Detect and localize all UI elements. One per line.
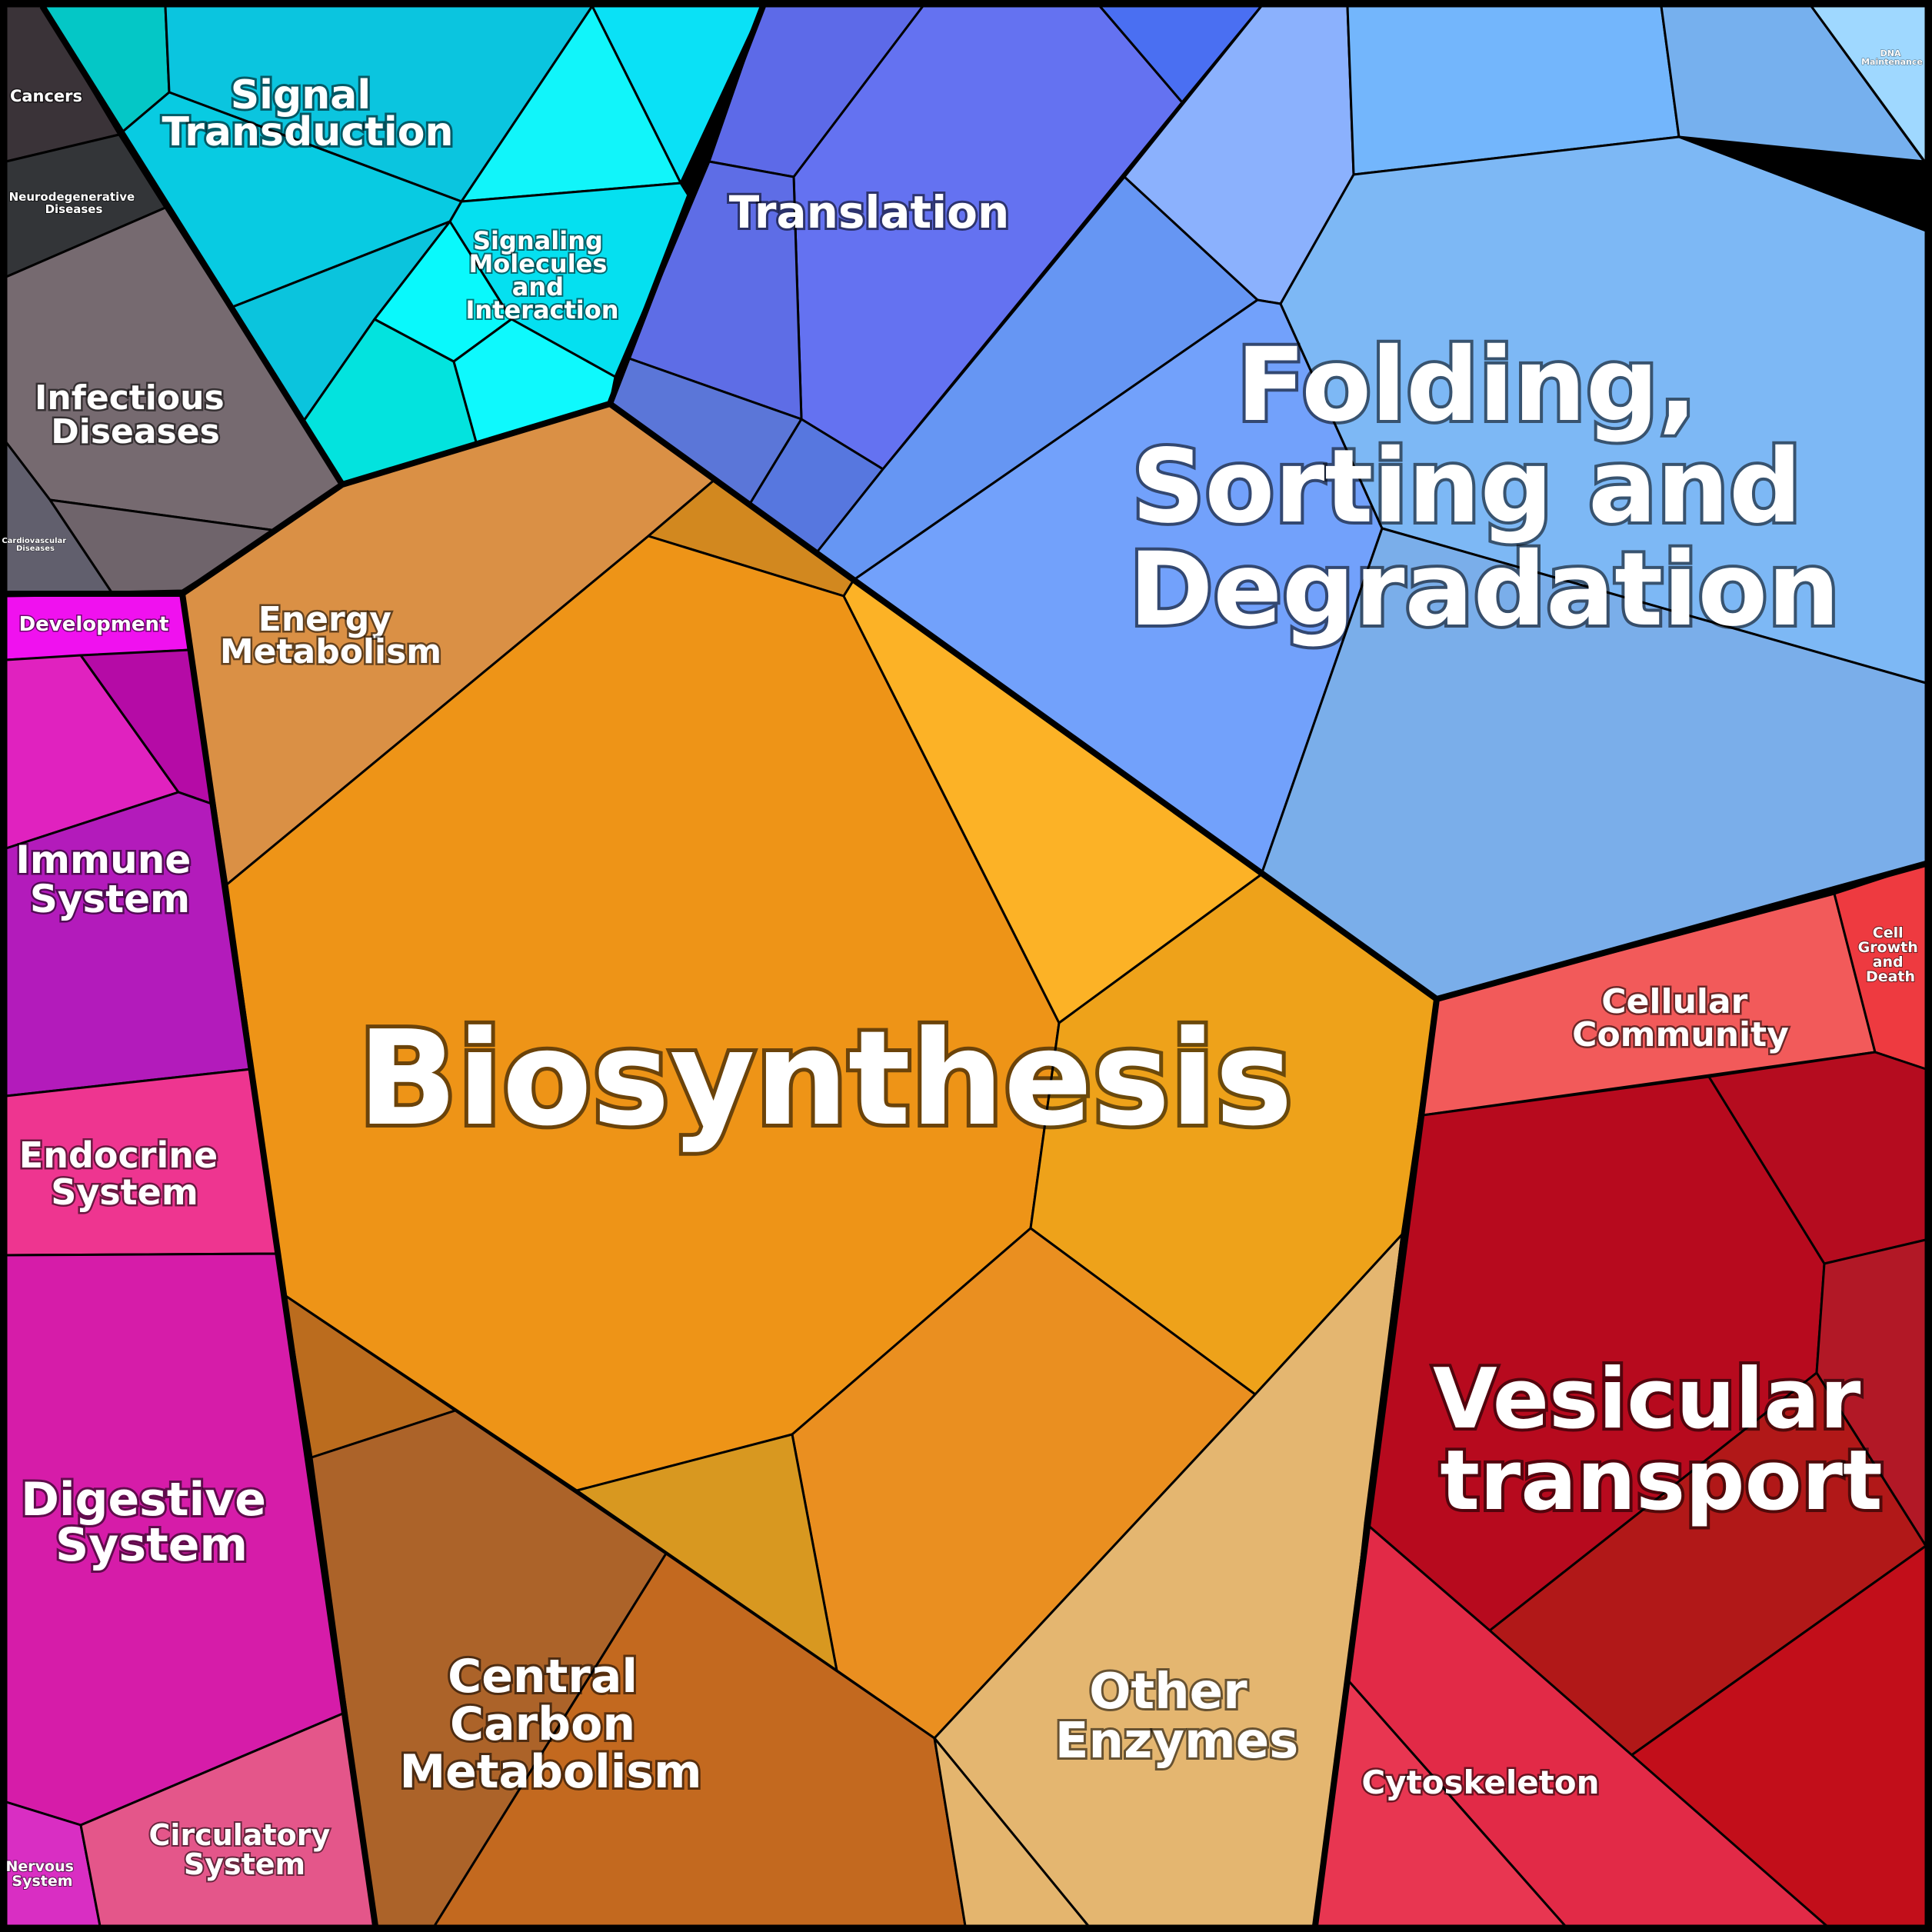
label-cytoskeleton: Cytoskeleton: [1361, 1764, 1599, 1801]
label-energy-metabolism: Energy Metabolism: [220, 600, 441, 671]
label-vesicular-transport: Vesicular transport: [1433, 1351, 1890, 1529]
label-cellular-community: Cellular Community: [1572, 982, 1789, 1054]
border-metabolism-folding: [608, 401, 1927, 1002]
label-development: Development: [19, 613, 169, 636]
label-cancers: Cancers: [10, 87, 82, 105]
label-biosynthesis: Biosynthesis: [358, 1003, 1293, 1155]
label-nervous-system: Nervous System: [5, 1858, 78, 1890]
border-left-column: [6, 591, 378, 1927]
label-dna-maintenance: DNA Maintenance: [1861, 48, 1923, 67]
label-translation: Translation: [729, 186, 1010, 238]
label-circulatory-system: Circulatory System: [149, 1818, 341, 1881]
label-infectious-diseases: Infectious Diseases: [35, 378, 236, 451]
label-signaling-molecules: Signaling Molecules and Interaction: [465, 226, 618, 325]
label-cell-growth-death: Cell Growth and Death: [1858, 924, 1924, 985]
label-immune-system: Immune System: [15, 838, 204, 921]
label-folding-sorting-degradation: Folding, Sorting and Degradation: [1129, 326, 1840, 649]
label-other-enzymes: Other Enzymes: [1055, 1664, 1298, 1770]
label-digestive-system: Digestive System: [21, 1473, 282, 1572]
border-signal-metabolism: [180, 5, 766, 597]
border-metabolism-cellular: [1312, 998, 1440, 1927]
label-endocrine-system: Endocrine System: [19, 1134, 230, 1213]
label-neurodegenerative: Neurodegenerative Diseases: [9, 190, 139, 216]
label-central-carbon-metabolism: Central Carbon Metabolism: [399, 1650, 701, 1799]
label-signal-transduction: Signal Transduction: [162, 72, 454, 155]
border-diseases-signal: [39, 4, 345, 487]
label-cardiovascular: Cardiovascular Diseases: [2, 537, 68, 553]
